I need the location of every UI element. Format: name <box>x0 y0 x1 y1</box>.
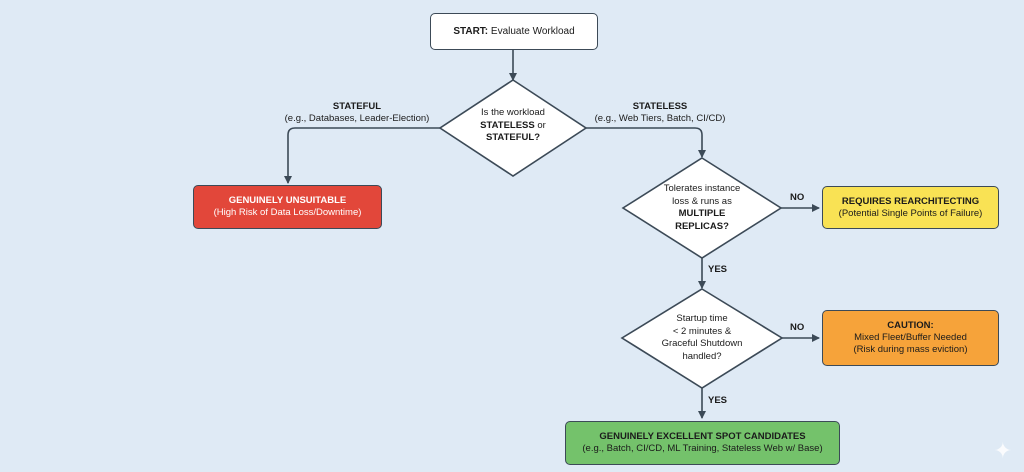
decision1-line2: STATELESS <box>480 119 535 131</box>
excellent-subtitle: (e.g., Batch, CI/CD, ML Training, Statel… <box>582 443 823 454</box>
caution-line2: Mixed Fleet/Buffer Needed <box>854 332 967 343</box>
decision1-line1: Is the workload <box>481 107 545 118</box>
edge-stateful <box>284 127 440 184</box>
decision2-line2: loss & runs as <box>672 195 732 207</box>
start-text: Evaluate Workload <box>490 25 575 37</box>
excellent-title: GENUINELY EXCELLENT SPOT CANDIDATES <box>599 431 806 442</box>
start-prefix: START: <box>453 25 489 37</box>
stateless-subtitle: (e.g., Web Tiers, Batch, CI/CD) <box>594 113 726 124</box>
sparkle-icon: ✦ <box>993 438 1012 463</box>
excellent-node: GENUINELY EXCELLENT SPOT CANDIDATES (e.g… <box>565 421 840 465</box>
stateful-label: STATEFUL (e.g., Databases, Leader-Electi… <box>270 101 444 125</box>
decision1-line2-suffix: or <box>534 119 546 131</box>
decision3-text: Startup time < 2 minutes & Graceful Shut… <box>640 313 764 363</box>
stateful-subtitle: (e.g., Databases, Leader-Election) <box>284 113 430 124</box>
decision2-diamond <box>621 157 783 259</box>
decision3-diamond <box>620 288 784 389</box>
decision1-diamond <box>438 79 588 177</box>
decision3-line2: < 2 minutes & <box>672 325 732 337</box>
stateless-label: STATELESS (e.g., Web Tiers, Batch, CI/CD… <box>583 101 737 125</box>
decision3-line1: Startup time <box>676 313 728 324</box>
caution-node: CAUTION: Mixed Fleet/Buffer Needed (Risk… <box>822 310 999 366</box>
decision3-line3: Graceful Shutdown <box>661 338 743 349</box>
stateless-title: STATELESS <box>632 101 688 112</box>
stateful-title: STATEFUL <box>332 101 382 112</box>
rearchitect-node: REQUIRES REARCHITECTING (Potential Singl… <box>822 186 999 229</box>
start-node: START: Evaluate Workload <box>430 13 598 50</box>
decision1-text: Is the workload STATELESS or STATEFUL? <box>455 107 571 145</box>
caution-line3: (Risk during mass eviction) <box>853 344 968 355</box>
edge-stateless <box>586 127 706 158</box>
decision2-line3: MULTIPLE <box>678 208 726 219</box>
no1-label: NO <box>790 192 805 203</box>
decision2-text: Tolerates instance loss & runs as MULTIP… <box>640 183 764 233</box>
caution-title: CAUTION: <box>887 320 934 331</box>
rearchitect-subtitle: (Potential Single Points of Failure) <box>838 207 983 219</box>
decision2-line4: REPLICAS? <box>675 220 729 232</box>
yes1-label: YES <box>708 264 728 275</box>
yes2-label: YES <box>708 395 728 406</box>
decision1-line3: STATEFUL? <box>486 132 540 143</box>
unsuitable-node: GENUINELY UNSUITABLE (High Risk of Data … <box>193 185 382 229</box>
decision2-line1: Tolerates instance <box>663 183 741 194</box>
rearchitect-title: REQUIRES REARCHITECTING <box>841 195 980 207</box>
no2-label: NO <box>790 322 805 333</box>
unsuitable-subtitle: (High Risk of Data Loss/Downtime) <box>213 207 362 218</box>
decision3-line4: handled? <box>682 350 722 362</box>
unsuitable-title: GENUINELY UNSUITABLE <box>228 195 347 206</box>
